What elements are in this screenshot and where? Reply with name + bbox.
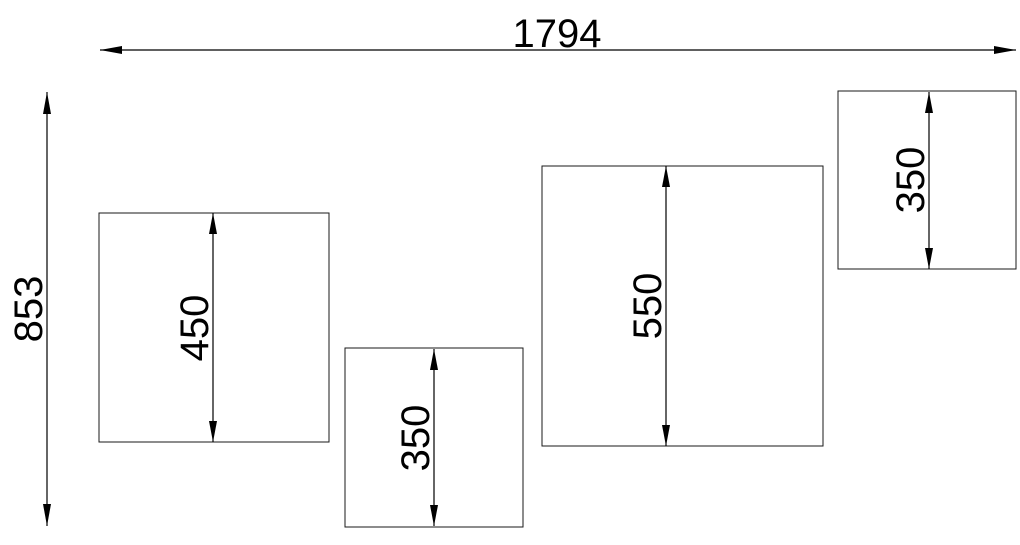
overall-height-label: 853 bbox=[7, 276, 51, 343]
panel-1-frame bbox=[98, 212, 330, 443]
width-arrow-left bbox=[100, 46, 122, 54]
height-arrow-bottom bbox=[43, 504, 51, 526]
panel-4-frame bbox=[837, 90, 1017, 270]
panel-4: 350 bbox=[837, 90, 1017, 270]
panel-1-arrow-bottom bbox=[209, 421, 217, 442]
panel-3: 550 bbox=[541, 165, 824, 447]
panel-3-arrow-top bbox=[662, 166, 670, 187]
panel-2-arrow-bottom bbox=[430, 505, 438, 526]
overall-width-dimension: 1794 bbox=[100, 12, 1016, 56]
panel-4-arrow-top bbox=[925, 92, 933, 113]
panel-2: 350 bbox=[344, 347, 524, 528]
panel-2-height-label: 350 bbox=[394, 405, 438, 472]
width-arrow-right bbox=[994, 46, 1016, 54]
panel-3-arrow-bottom bbox=[662, 425, 670, 446]
overall-height-dimension: 853 bbox=[7, 92, 51, 526]
overall-width-label: 1794 bbox=[513, 12, 602, 56]
panel-2-frame bbox=[344, 347, 524, 528]
panel-3-height-label: 550 bbox=[626, 273, 670, 340]
panel-3-frame bbox=[541, 165, 824, 447]
panel-1-arrow-top bbox=[209, 213, 217, 234]
panel-4-height-label: 350 bbox=[889, 147, 933, 214]
height-arrow-top bbox=[43, 92, 51, 114]
panel-1-height-label: 450 bbox=[173, 295, 217, 362]
panel-2-arrow-top bbox=[430, 349, 438, 370]
panel-4-arrow-bottom bbox=[925, 248, 933, 269]
panel-1: 450 bbox=[98, 212, 330, 443]
